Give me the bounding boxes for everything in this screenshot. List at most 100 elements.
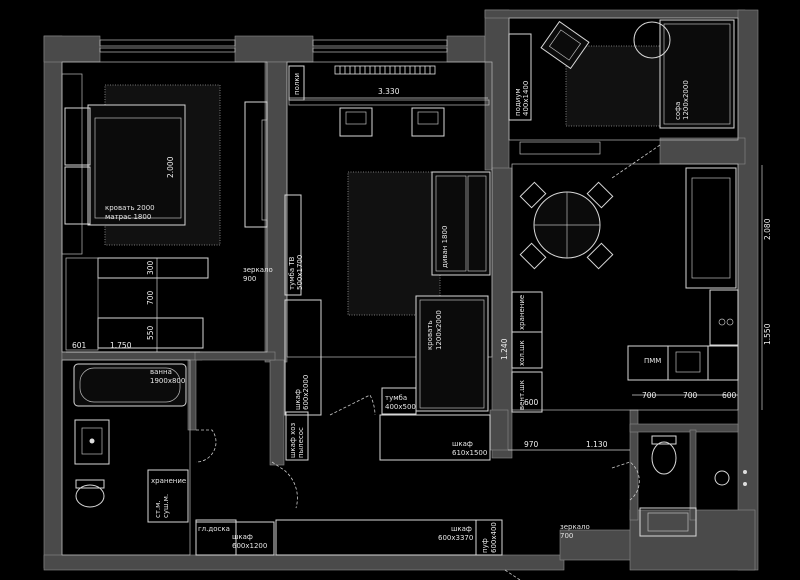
round-table [633,21,671,59]
walls [43,9,759,571]
dim-1550: 1.550 [763,323,772,345]
dining-chair [586,181,614,209]
bed-label: кровать 2000 [105,204,155,212]
wall [43,35,63,569]
hall-cabinet-size: 600x1200 [232,542,267,550]
sofa-bed-label: софа [674,102,682,120]
entry-door [271,461,298,509]
armchair [540,20,590,70]
dining-chair [519,242,547,270]
dim-700: 700 [146,290,155,305]
dining-set [519,181,614,270]
dim-1130: 1.130 [586,440,608,449]
dim-600b: 600 [524,398,539,407]
wall [559,529,633,561]
dim-600a: 600 [722,391,737,400]
entry-wardrobe-label: шкаф [451,525,472,533]
utility-cabinet-sub: пылесос [297,427,305,458]
nightstand [381,387,417,415]
single-bed-size: 1200x2000 [435,310,443,350]
fridge-column-label: хол.шк [518,340,526,366]
chair [411,107,445,137]
dim-300: 300 [146,260,155,275]
dishwasher-label: ПММ [644,357,661,365]
wall [484,9,510,171]
wall [43,35,101,63]
dim-700a: 700 [642,391,657,400]
podium [508,33,532,121]
chair [339,107,373,137]
wall [61,351,203,361]
kitchen: ПММ 700 700 600 хранение хол.шк вент.шк … [500,163,739,413]
sofa-label: диван 1800 [441,226,449,268]
right-dimensions: 2.080 1.550 [761,165,772,410]
wall [489,409,509,451]
bath-door [195,429,217,463]
kitchen-sink [667,345,709,381]
wardrobe-hall [379,414,491,461]
wall [187,359,197,431]
bed-mattress-label: матрас 1800 [105,213,151,221]
tv-stand-label: тумба ТВ [288,256,296,290]
radiator [334,65,436,75]
wall [659,137,746,165]
hall-cabinet-label: шкаф [232,533,253,541]
bed-length-dim: 2.000 [166,156,175,178]
pouf-label: пуф [481,538,489,553]
sofa-bed [659,19,735,129]
wardrobe-hall-size: 610x1500 [452,449,487,457]
storage-label: хранение [151,477,186,485]
ironing-board-label: гл.доска [198,525,230,533]
bedroom-left: кровать 2000 матрас 1800 2.000 300 700 5… [61,61,273,353]
single-bed [415,295,489,412]
wardrobe [284,299,322,416]
wall [43,554,565,571]
bathtub [73,363,187,407]
vent-cabinet-label: вент.шк [518,380,526,410]
wall [269,359,285,466]
wall [194,351,276,361]
dining-chair [586,242,614,270]
dim-700b: 700 [683,391,698,400]
hall-cabinet [195,521,275,556]
wardrobe-label: шкаф [294,389,302,410]
dim-550: 550 [146,325,155,340]
nightstand-label: тумба [385,394,407,402]
bathroom-left: ванна 1900x800 хранение ст.м. суш.м. [61,359,217,556]
tv-stand-size: 500x1700 [296,255,304,290]
sink [74,419,110,465]
wall [629,423,739,433]
single-bed-label: кровать [426,320,434,350]
utility-cabinet [285,411,309,461]
living-rug [347,171,441,316]
mirror2-label: зеркало [560,523,590,531]
bathtub-label: ванна [150,368,172,376]
dim-1750: 1.750 [110,341,132,350]
washer-label: ст.м. [154,500,162,518]
toilet [75,484,105,508]
living-room: полки 3.330 диван 1800 тумба ТВ 500x1700… [284,61,493,461]
bathroom-right [611,435,747,537]
storage-cabinet [147,469,189,523]
dim-601: 601 [72,341,87,350]
toilet-right [651,441,677,475]
wall [689,429,697,521]
nightstand-size: 400x500 [385,403,416,411]
wardrobe-hall-label: шкаф [452,440,473,448]
utility-cabinet-label: шкаф хоз [289,422,297,458]
kitchen-sofa [685,167,737,289]
vent-cabinet [511,371,543,413]
wall [234,35,314,63]
front-door [504,569,521,580]
shower-drain [714,470,730,486]
bathtub-size: 1900x800 [150,377,185,385]
dim-2080: 2.080 [763,218,772,240]
sofa [431,171,491,276]
dryer-label: суш.м. [162,494,170,518]
bed-double [87,104,186,226]
wall [264,61,288,363]
podium-label: подиум [514,88,522,116]
shelves-label: полки [293,73,301,95]
mirror-label: зеркало [243,266,273,274]
